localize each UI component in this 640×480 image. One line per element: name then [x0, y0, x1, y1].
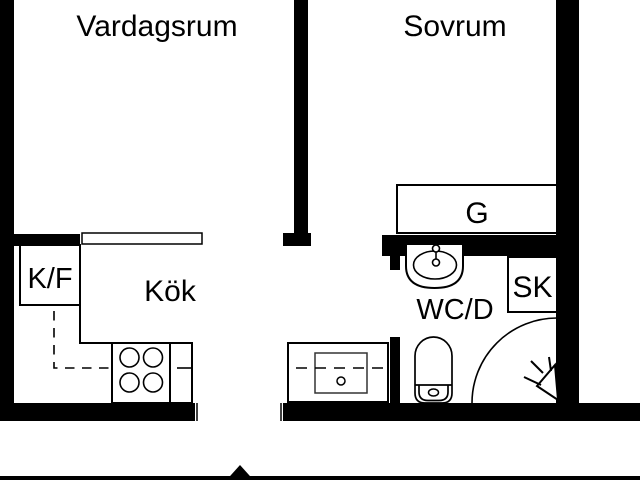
counter-unit [169, 342, 193, 404]
bedroom-label: Sovrum [403, 10, 506, 43]
wall-divider-foot [283, 233, 311, 246]
wall-stub-lower [390, 337, 400, 403]
fridge-freezer-box [19, 244, 81, 306]
entrance-arrow-icon [226, 465, 254, 480]
fridge-freezer-label: K/F [27, 263, 72, 295]
shower-quarter-circle-icon [471, 317, 560, 404]
wall-divider [294, 0, 308, 236]
cleaning-cabinet-label: SK [512, 271, 552, 304]
stove-4-burners-icon [111, 342, 171, 404]
wardrobe-label: G [465, 197, 488, 230]
living-room-label: Vardagsrum [76, 10, 237, 43]
wall-kitchen-top [14, 234, 80, 246]
wall-bottom-left [0, 403, 195, 421]
toilet-icon [414, 336, 453, 404]
wardrobe-box [396, 184, 558, 234]
bathroom-label: WC/D [416, 294, 493, 326]
wall-stub-upper [390, 235, 400, 270]
worktop-dashed-line [53, 311, 112, 369]
washbasin-icon [405, 243, 464, 290]
wall-bottom-right [283, 403, 640, 421]
opening-bar-icon [81, 232, 203, 245]
wall-left [0, 0, 14, 421]
counter-outline [79, 305, 112, 344]
cleaning-cabinet-box [507, 256, 558, 313]
building-edge [0, 476, 640, 480]
cabinet-icon [287, 342, 400, 403]
wall-right [556, 0, 579, 421]
kitchen-label: Kök [144, 275, 197, 308]
